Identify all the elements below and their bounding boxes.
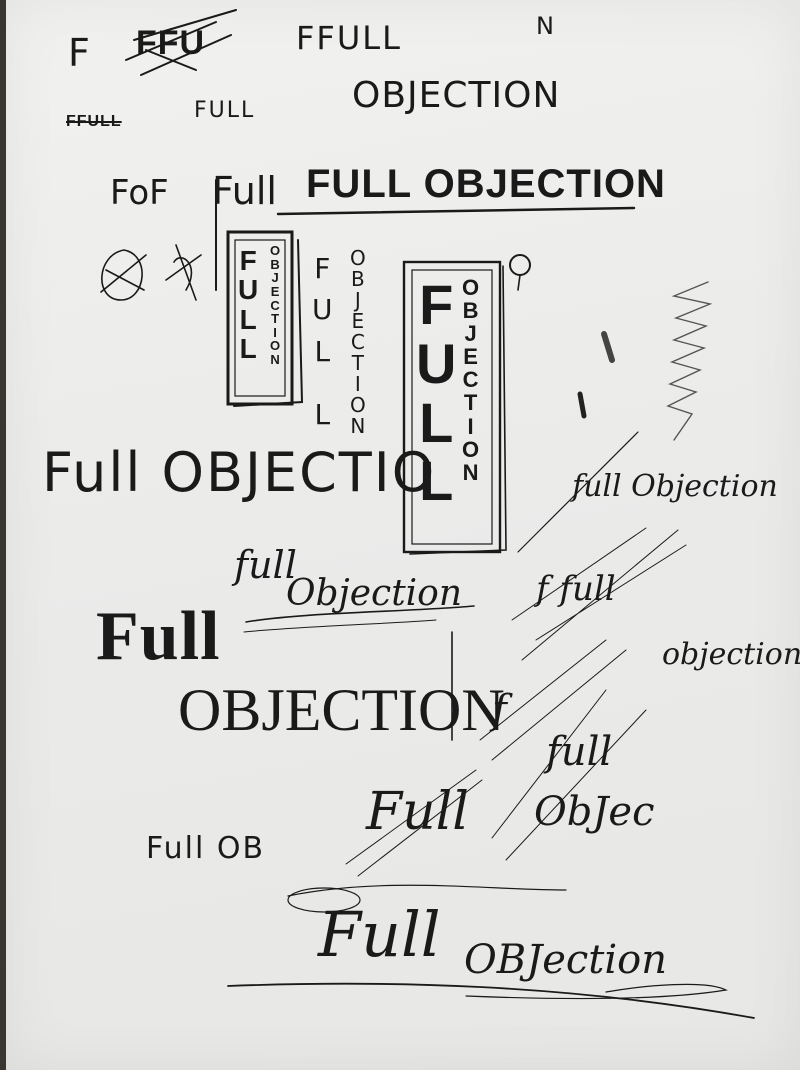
vertical-objection-letter: O [350, 246, 366, 270]
boxed-large-full-letter: F [419, 273, 455, 336]
ffull-top: FFULL [296, 19, 402, 57]
boxed-small-full-letter: F [239, 245, 258, 276]
bottom-flourish-line [227, 982, 755, 1019]
vertical-full-letter: L [314, 398, 331, 432]
boxed-large-objection-letter: J [464, 321, 478, 347]
boxed-small-objection-letter: T [271, 311, 281, 327]
full-small: FULL [194, 98, 256, 123]
boxed-large-full: F U L L [416, 273, 458, 513]
scribbled-circle-2 [165, 244, 202, 301]
script-objection-bottom: OBJection [464, 937, 668, 983]
boxed-small-full: F U L L [238, 246, 259, 364]
script-objection-right: objection [662, 637, 800, 672]
boxed-small-objection-letter: O [270, 338, 282, 354]
boxed-large-full-letter: L [419, 449, 455, 513]
boxed-large-objection-letter: N [462, 459, 480, 485]
boxed-small-full-letter: L [239, 333, 258, 365]
boxed-large-objection-letter: O [462, 275, 481, 300]
boxed-large-full-letter: U [416, 331, 458, 395]
objection-top: OBJECTION [352, 75, 561, 116]
ffu-scribbled: FFU [136, 24, 206, 62]
boxed-small-objection: O B J E C T I O N [270, 244, 281, 367]
script-objec: ObJec [534, 789, 655, 835]
boxed-small-objection-letter: C [270, 297, 281, 313]
script-objection: Objection [286, 573, 463, 614]
scribbled-circle-1 [100, 249, 147, 301]
boxed-small-objection-letter: N [270, 352, 281, 368]
full-big: Full [96, 598, 221, 675]
vertical-objection-letter: B [351, 267, 365, 291]
vertical-objection: O B J E C T I O N [350, 248, 366, 437]
full-ob: Full OB [146, 831, 266, 866]
script-full-objection-right: full Objection [572, 469, 778, 504]
boxed-small-objection-letter: I [273, 324, 278, 340]
vertical-objection-letter: J [354, 288, 361, 312]
boxed-large-objection-letter: C [462, 367, 480, 393]
underline-full-objection [276, 206, 636, 216]
boxed-small-objection-letter: B [270, 256, 281, 272]
underline-script-2 [243, 619, 437, 633]
vertical-full: F U L L [312, 254, 333, 430]
boxed-small-objection-letter: O [270, 243, 282, 258]
script-full-lower: Full [366, 782, 469, 842]
boxed-large-objection-letter: I [467, 413, 475, 439]
small-circle [509, 254, 531, 276]
script-full: full [234, 543, 297, 587]
full-objection-underlined: FULL OBJECTION [306, 162, 666, 206]
vertical-objection-letter: T [351, 351, 364, 375]
sketch-paper: F FFU FFULL N OBJECTION FFULL FULL FoF F… [6, 0, 800, 1070]
boxed-large-objection-letter: O [462, 436, 481, 462]
boxed-large-objection: O B J E C T I O N [462, 276, 480, 484]
vertical-full-letter: F [314, 252, 331, 285]
boxed-small-full-letter: U [238, 274, 260, 306]
n-top: N [536, 12, 554, 40]
objection-big: OBJECTION [178, 677, 505, 743]
boxed-small-full-letter: L [239, 303, 258, 335]
bottom-flourish-top [287, 884, 567, 897]
boxed-large-objection-letter: E [463, 344, 479, 370]
f-top: F [68, 31, 90, 75]
pencil-zigzag [666, 281, 713, 441]
script-f: f [492, 687, 507, 733]
bottom-flourish-swash [465, 983, 728, 1000]
vertical-objection-letter: E [351, 309, 365, 333]
vertical-objection-letter: I [354, 372, 361, 396]
script-full-bottom: Full [318, 898, 441, 971]
full-tall: Full [212, 169, 277, 213]
script-full-mid: full [546, 729, 613, 775]
vertical-objection-letter: N [350, 414, 366, 438]
vertical-full-letter: U [312, 293, 333, 327]
script-f-full: f full [536, 569, 616, 609]
boxed-large-objection-letter: T [463, 390, 479, 416]
boxed-small-objection-letter: J [271, 270, 280, 286]
boxed-large-objection-letter: B [462, 298, 480, 324]
fof: FoF [110, 173, 169, 213]
boxed-large-full-letter: L [419, 390, 455, 454]
small-circle-tail [517, 274, 521, 291]
boxed-small-objection-letter: E [270, 283, 281, 299]
ffull-struck: FFULL [66, 113, 122, 130]
vertical-full-letter: L [314, 334, 331, 368]
vertical-objection-letter: O [350, 393, 366, 417]
full-objection-thin: Full OBJECTIO [42, 441, 437, 504]
pencil-blot-2 [577, 391, 587, 419]
vertical-objection-letter: C [350, 330, 365, 354]
pencil-blot-1 [601, 331, 615, 363]
